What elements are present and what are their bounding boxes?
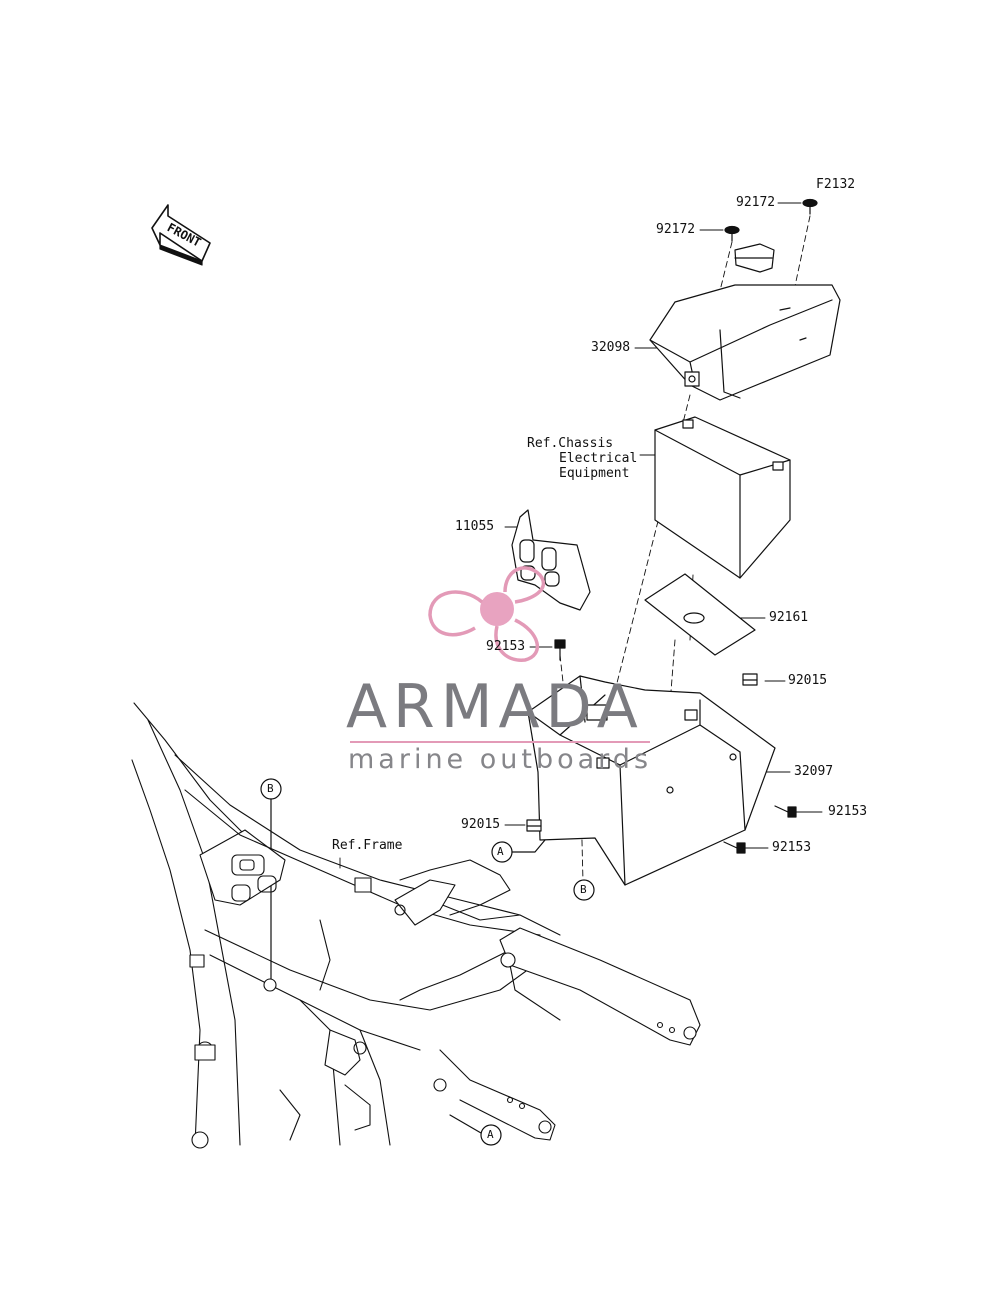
part-label-92172-left: 92172 [656,222,696,237]
marker-b-top [573,879,595,901]
marker-b-frame-label: B [267,782,274,795]
part-label-11055: 11055 [455,519,495,534]
part-label-92153-case-lower: 92153 [772,840,812,855]
battery-cover-32098 [649,243,841,401]
part-label-32098: 32098 [591,340,631,355]
part-label-92161: 92161 [769,610,809,625]
part-label-92015-right: 92015 [788,673,828,688]
ref-chassis-line1: Ref.Chassis [527,436,614,451]
marker-b-top-label: B [580,883,587,896]
bolt-92172-right [802,198,818,215]
bolt-92153-bracket [554,639,566,661]
part-label-92153-bracket: 92153 [486,639,526,654]
watermark-tagline: marine outboards [348,744,653,775]
nut-92015-right [742,673,758,686]
diagram-code: F2132 [816,177,856,192]
front-arrow-icon [151,204,211,266]
ref-frame-label: Ref.Frame [332,838,403,853]
armada-logo-icon [428,566,546,662]
part-label-32097: 32097 [794,764,834,779]
watermark-divider [350,741,650,743]
bolt-92153-case-upper [774,805,797,818]
marker-a-top [491,839,546,863]
marker-a-top-label: A [497,845,504,858]
nut-92015-left [526,819,542,832]
marker-a-frame-label: A [487,1128,494,1141]
battery [654,416,791,579]
part-label-92172-right: 92172 [736,195,776,210]
ref-chassis-line3: Equipment [559,466,630,481]
marker-b-frame [260,778,282,981]
bracket-11055 [511,509,591,611]
ref-chassis-line2: Electrical [559,451,638,466]
motorcycle-frame [131,702,701,1149]
marker-a-frame [449,1114,502,1146]
part-label-92153-case-upper: 92153 [828,804,868,819]
bolt-92153-case-lower [723,841,746,854]
part-label-92015-left: 92015 [461,817,501,832]
watermark-brand: ARMADA [346,672,644,742]
battery-pad-92161 [644,573,756,656]
bolt-92172-left [724,225,740,242]
